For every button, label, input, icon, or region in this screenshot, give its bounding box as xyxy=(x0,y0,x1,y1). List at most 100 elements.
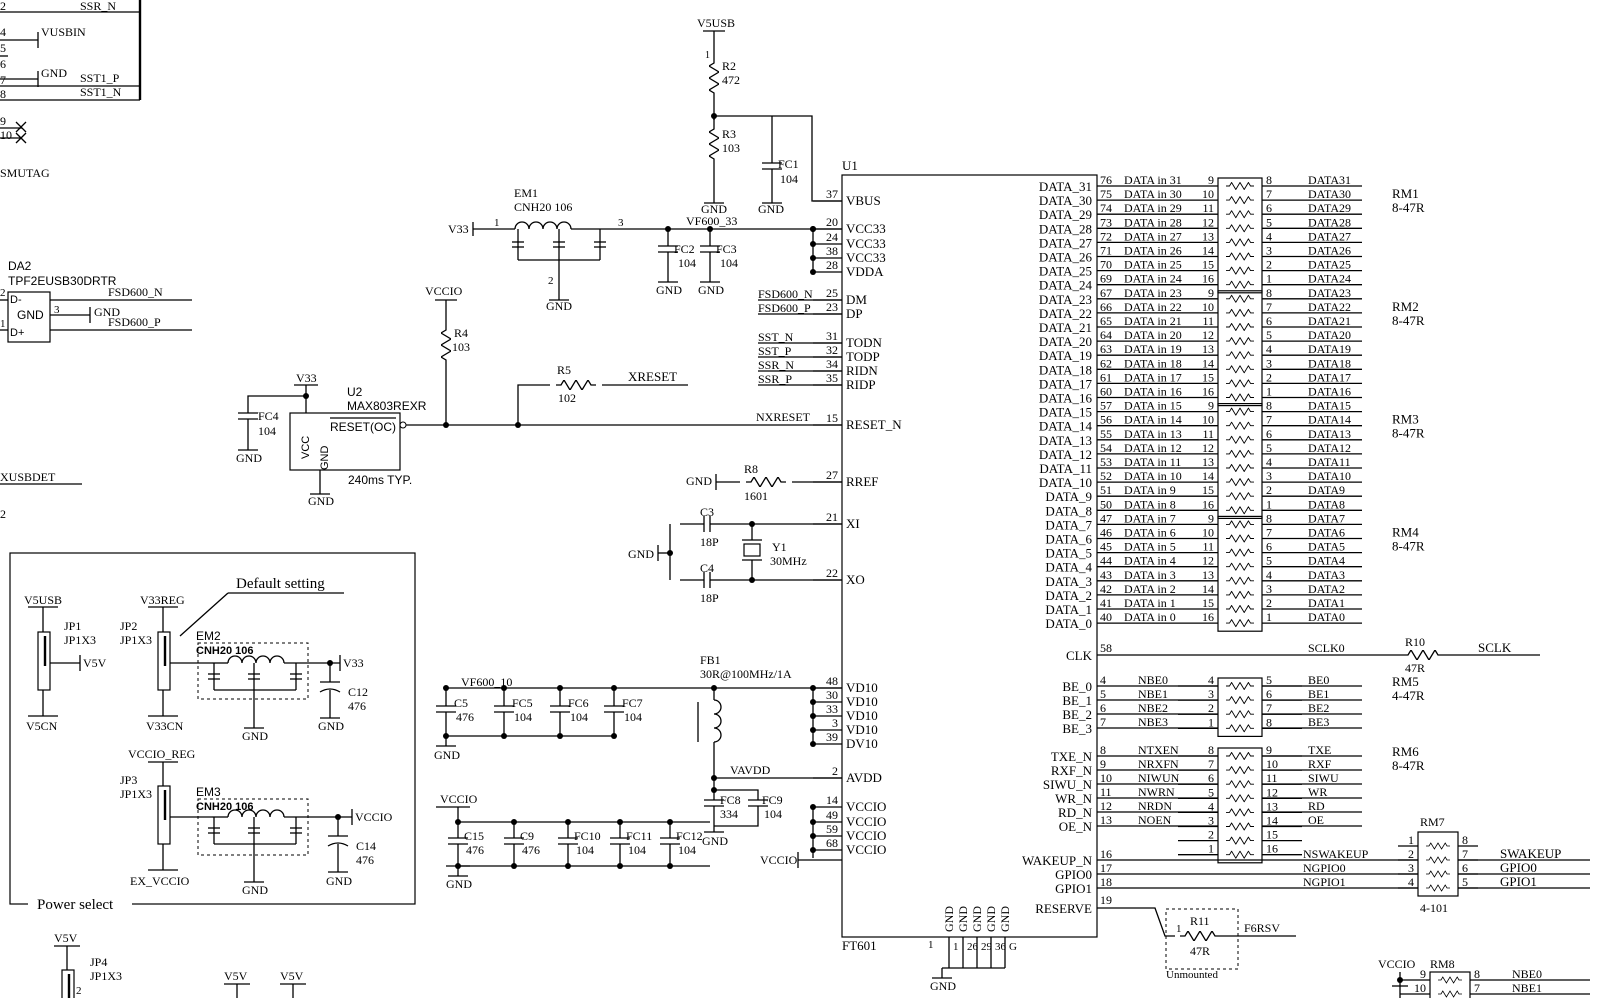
bl-v5v-c: V5V xyxy=(280,969,304,983)
data-pin-num: 52 xyxy=(1100,469,1112,483)
u1-pin-num: 2 xyxy=(832,764,838,778)
rn-resistor xyxy=(1226,682,1254,690)
data-inner-net: DATA in 29 xyxy=(1124,201,1182,215)
rm8-out-net: NBE1 xyxy=(1512,981,1542,995)
data-out-net: DATA23 xyxy=(1308,286,1351,300)
em3-ref: EM3 xyxy=(196,785,221,799)
group-pin-num: 13 xyxy=(1100,813,1112,827)
reserve-net: 19 1 R11 47R F6RSV Unmounted xyxy=(1097,893,1296,981)
data-out-net: DATA17 xyxy=(1308,370,1351,384)
gpio-pin-num: 18 xyxy=(1100,875,1112,889)
rn-right-pin: 4 xyxy=(1266,455,1272,469)
data-out-net: DATA27 xyxy=(1308,229,1351,243)
rn-left-pin: 11 xyxy=(1202,540,1214,554)
data-pin-num: 62 xyxy=(1100,356,1112,370)
rn-right-pin: 7 xyxy=(1266,187,1272,201)
rn-right-pin: 2 xyxy=(1266,483,1272,497)
power-select-frame xyxy=(9,552,416,905)
vccio-cap-ref: FC10 xyxy=(574,829,601,843)
rn-resistor xyxy=(1226,210,1254,219)
group-inner-net: NTXEN xyxy=(1138,743,1179,757)
group-out-net: SIWU xyxy=(1308,771,1339,785)
rm7-ref: RM7 xyxy=(1420,815,1445,829)
rn-right-pin: 7 xyxy=(1474,981,1480,995)
u1-right-label: TXE_N xyxy=(1051,749,1093,764)
vavdd-label: VAVDD xyxy=(730,763,771,777)
rn-right-pin: 6 xyxy=(1266,427,1272,441)
rn-left-pin: 1 xyxy=(1208,715,1214,729)
r4-val: 103 xyxy=(452,340,470,354)
conn-pin-6: 6 xyxy=(0,57,6,71)
rn-resistor xyxy=(1226,337,1254,346)
data-inner-net: DATA in 14 xyxy=(1124,413,1182,427)
rn-resistor xyxy=(1226,808,1254,817)
conn-pin-7: 7 xyxy=(0,73,6,87)
rn-right-pin: 8 xyxy=(1266,286,1272,300)
u1-right-label: DATA_21 xyxy=(1039,320,1092,335)
jp4-part: JP1X3 xyxy=(90,969,122,983)
rn-left-pin: 14 xyxy=(1202,582,1214,596)
u1-right-label: DATA_23 xyxy=(1039,292,1092,307)
data-out-net: DATA6 xyxy=(1308,526,1345,540)
rm-value: 8-47R xyxy=(1392,426,1425,441)
rn-resistor xyxy=(1226,766,1254,775)
rm-ref: RM5 xyxy=(1392,674,1419,689)
rm-ref: RM4 xyxy=(1392,524,1419,539)
em2-gnd: GND xyxy=(242,729,268,743)
group-inner-net: NIWUN xyxy=(1138,771,1180,785)
data-inner-net: DATA in 3 xyxy=(1124,568,1176,582)
jp3-part: JP1X3 xyxy=(120,787,152,801)
rn-right-pin: 7 xyxy=(1266,701,1272,715)
group-pin-num: 12 xyxy=(1100,799,1112,813)
rn-left-pin: 5 xyxy=(1208,785,1214,799)
rm7-body xyxy=(1417,831,1459,897)
da2-p1: 1 xyxy=(0,318,6,330)
rn-left-pin: 12 xyxy=(1202,441,1214,455)
data-pin-num: 44 xyxy=(1100,554,1112,568)
usb-net-label: FSD600_P xyxy=(758,301,811,315)
rn-left-pin: 4 xyxy=(1408,875,1414,889)
jp2-part: JP1X3 xyxy=(120,633,152,647)
u1-gnd-pin-num: 26 xyxy=(967,941,979,953)
u1-right-label: DATA_22 xyxy=(1039,306,1092,321)
rn-resistor xyxy=(1226,365,1254,374)
vd10-cap-val: 476 xyxy=(456,710,474,724)
data-inner-net: DATA in 15 xyxy=(1124,399,1182,413)
da2-section: DA2 TPF2EUSB30DRTR D- GND D+ 2 1 3 FSD60… xyxy=(0,259,192,343)
r10-val: 47R xyxy=(1405,661,1425,675)
c12-ref: C12 xyxy=(348,685,368,699)
data-out-net: DATA28 xyxy=(1308,215,1351,229)
rn-left-pin: 3 xyxy=(1208,814,1214,828)
rn-right-pin: 5 xyxy=(1266,554,1272,568)
conn-pin-2: 2 xyxy=(0,0,6,13)
r2-pin1: 1 xyxy=(705,50,710,61)
r10-ref: R10 xyxy=(1405,635,1425,649)
rn-right-pin: 5 xyxy=(1266,328,1272,342)
rn-left-pin: 10 xyxy=(1202,300,1214,314)
rn-left-pin: 11 xyxy=(1202,427,1214,441)
y1-val: 30MHz xyxy=(770,554,807,568)
rn-left-pin: 10 xyxy=(1202,526,1214,540)
u1-gnd-pin-num: 29 xyxy=(981,941,993,953)
u1-pin-num: 49 xyxy=(826,808,838,822)
rn-resistor xyxy=(1226,548,1254,557)
rn-left-pin: 12 xyxy=(1202,328,1214,342)
v33-label: V33 xyxy=(448,222,469,236)
group-pin-num: 5 xyxy=(1100,687,1106,701)
rn-resistor xyxy=(1226,379,1254,388)
rn-left-pin: 6 xyxy=(1208,771,1214,785)
rn-left-pin: 14 xyxy=(1202,244,1214,258)
r3-gnd: GND xyxy=(701,202,727,216)
data-inner-net: DATA in 22 xyxy=(1124,300,1182,314)
vd10-cap-val: 104 xyxy=(624,710,642,724)
rn-right-pin: 11 xyxy=(1266,771,1278,785)
rn-right-pin: 6 xyxy=(1266,687,1272,701)
rn-right-pin: 5 xyxy=(1266,441,1272,455)
rm-ref: RM2 xyxy=(1392,299,1419,314)
em1-gnd: GND xyxy=(546,299,572,313)
data-pin-num: 50 xyxy=(1100,497,1112,511)
u1-right-label: GPIO1 xyxy=(1055,881,1092,896)
u1-pin-num: 30 xyxy=(826,688,838,702)
u1-pin-num: 27 xyxy=(826,468,838,482)
